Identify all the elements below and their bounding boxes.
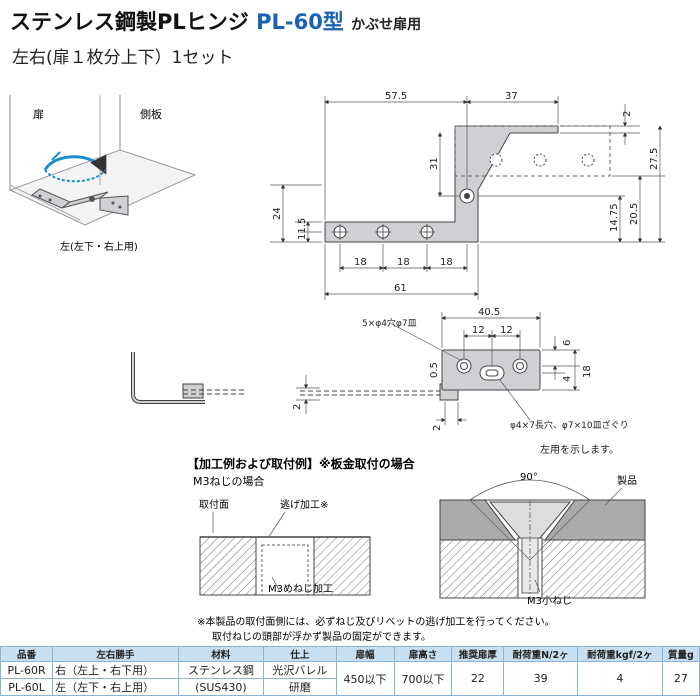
door-label: 扉: [33, 108, 44, 121]
title-main: ステンレス鋼製PLヒンジ: [10, 10, 249, 34]
finish: 光沢バレル: [263, 661, 337, 679]
part-number: PL-60L: [0, 678, 54, 696]
load-n: 39: [503, 661, 578, 696]
left-shown-note: 左用を示します。: [540, 443, 619, 456]
hole-note: 5×φ4穴φ7皿: [362, 317, 417, 329]
install-illustration: 扉 側板 左(左下・右上用): [8, 95, 197, 253]
col-material: 材料: [177, 646, 265, 662]
dim-2-side-b: 2: [292, 404, 303, 410]
relief-label: 逃げ加工※: [280, 498, 328, 511]
spec-header-row: 品番 左右勝手 材料 仕上 扉幅 扉高さ 推奨扉厚 耐荷重N/2ヶ 耐荷重kgf…: [0, 646, 700, 662]
mass: 27: [661, 661, 700, 696]
mounting-example: 【加工例および取付例】※板金取付の場合 M3ねじの場合 取付面 逃げ加工※ M3…: [187, 456, 646, 643]
dim-18-a: 18: [354, 257, 367, 268]
door-height: 700以下: [393, 661, 453, 696]
title-model: PL-60型: [256, 10, 344, 34]
col-load-kgf: 耐荷重kgf/2ヶ: [576, 646, 663, 662]
angle-label: 90°: [520, 472, 538, 483]
dim-31: 31: [429, 157, 440, 170]
col-hand: 左右勝手: [52, 646, 179, 662]
dim-2-top: 2: [622, 111, 633, 117]
page-title: ステンレス鋼製PLヒンジ PL-60型 かぶせ扉用: [10, 6, 421, 36]
door-thickness: 22: [451, 661, 505, 696]
product-label: 製品: [617, 474, 637, 487]
dim-27-5: 27.5: [649, 148, 660, 170]
side-view-profile: [131, 352, 245, 404]
slot-note: φ4×7長穴、φ7×10皿ざぐり: [510, 419, 629, 431]
col-width: 扉幅: [335, 646, 395, 662]
dim-4: 4: [562, 376, 573, 382]
mounting-note-2: 取付ねじの頭部が浮かず製品の固定ができます。: [212, 630, 431, 643]
title-suffix: かぶせ扉用: [351, 17, 422, 33]
side-view-plate: 40.5 12 12 6 4 18 0.5 2 2 5×φ4穴φ7皿 φ4×7長…: [292, 307, 629, 456]
dim-14-75: 14.75: [609, 203, 620, 232]
dim-37: 37: [505, 91, 518, 102]
dim-0-5: 0.5: [429, 362, 440, 378]
illustration-caption: 左(左下・右上用): [60, 240, 138, 253]
dim-18-c: 18: [440, 257, 453, 268]
dim-24: 24: [272, 207, 283, 220]
col-thickness: 推奨扉厚: [451, 646, 505, 662]
material: ステンレス鋼: [177, 661, 265, 679]
table-row: PL-60R 右（左上・右下用） ステンレス鋼 光沢バレル 450以下 700以…: [0, 661, 700, 696]
dim-61: 61: [394, 283, 407, 294]
dim-18: 18: [582, 365, 593, 378]
page-subtitle: 左右(扉１枚分上下）1セット: [12, 48, 234, 68]
col-mass: 質量g: [661, 646, 700, 662]
dim-2-side: 2: [432, 425, 443, 431]
side-panel-label: 側板: [140, 107, 162, 121]
surface-label: 取付面: [199, 498, 229, 511]
hand: 左（左下・右上用）: [52, 678, 179, 696]
col-height: 扉高さ: [393, 646, 453, 662]
rotate-arrow-icon: [43, 154, 107, 175]
table-row: PL-60L 左（左下・右上用） (SUS430) 研磨: [0, 678, 700, 696]
load-kgf: 4: [576, 661, 663, 696]
dim-18-b: 18: [397, 257, 410, 268]
dim-12-a: 12: [472, 325, 485, 336]
part-number: PL-60R: [0, 661, 54, 679]
col-part: 品番: [0, 646, 54, 662]
col-load-n: 耐荷重N/2ヶ: [503, 646, 578, 662]
col-finish: 仕上: [263, 646, 337, 662]
top-view: 57.5 37 2 31 27.5 24 11.5 14.75 20.5 18 …: [270, 91, 665, 300]
dim-11-5: 11.5: [297, 218, 308, 240]
dim-40-5: 40.5: [478, 307, 500, 318]
door-width: 450以下: [335, 661, 395, 696]
mounting-heading: 【加工例および取付例】※板金取付の場合: [187, 456, 416, 471]
dim-12-b: 12: [500, 325, 513, 336]
m3-tap-label: M3めねじ加工: [268, 583, 333, 595]
mounting-sub: M3ねじの場合: [193, 474, 265, 488]
finish-2: 研磨: [263, 678, 337, 696]
hand: 右（左上・右下用）: [52, 661, 179, 679]
dim-20-5: 20.5: [629, 203, 640, 225]
mounting-note-1: ※本製品の取付面側には、必ずねじ及びリベットの逃げ加工を行ってください。: [197, 615, 555, 628]
spec-table: 品番 左右勝手 材料 仕上 扉幅 扉高さ 推奨扉厚 耐荷重N/2ヶ 耐荷重kgf…: [0, 646, 700, 696]
m3-screw-label: M3小ねじ: [527, 595, 572, 607]
dim-57-5: 57.5: [385, 91, 407, 102]
technical-drawing: 扉 側板 左(左下・右上用): [8, 91, 665, 643]
dim-6: 6: [562, 340, 573, 346]
material-code: (SUS430): [177, 678, 265, 696]
